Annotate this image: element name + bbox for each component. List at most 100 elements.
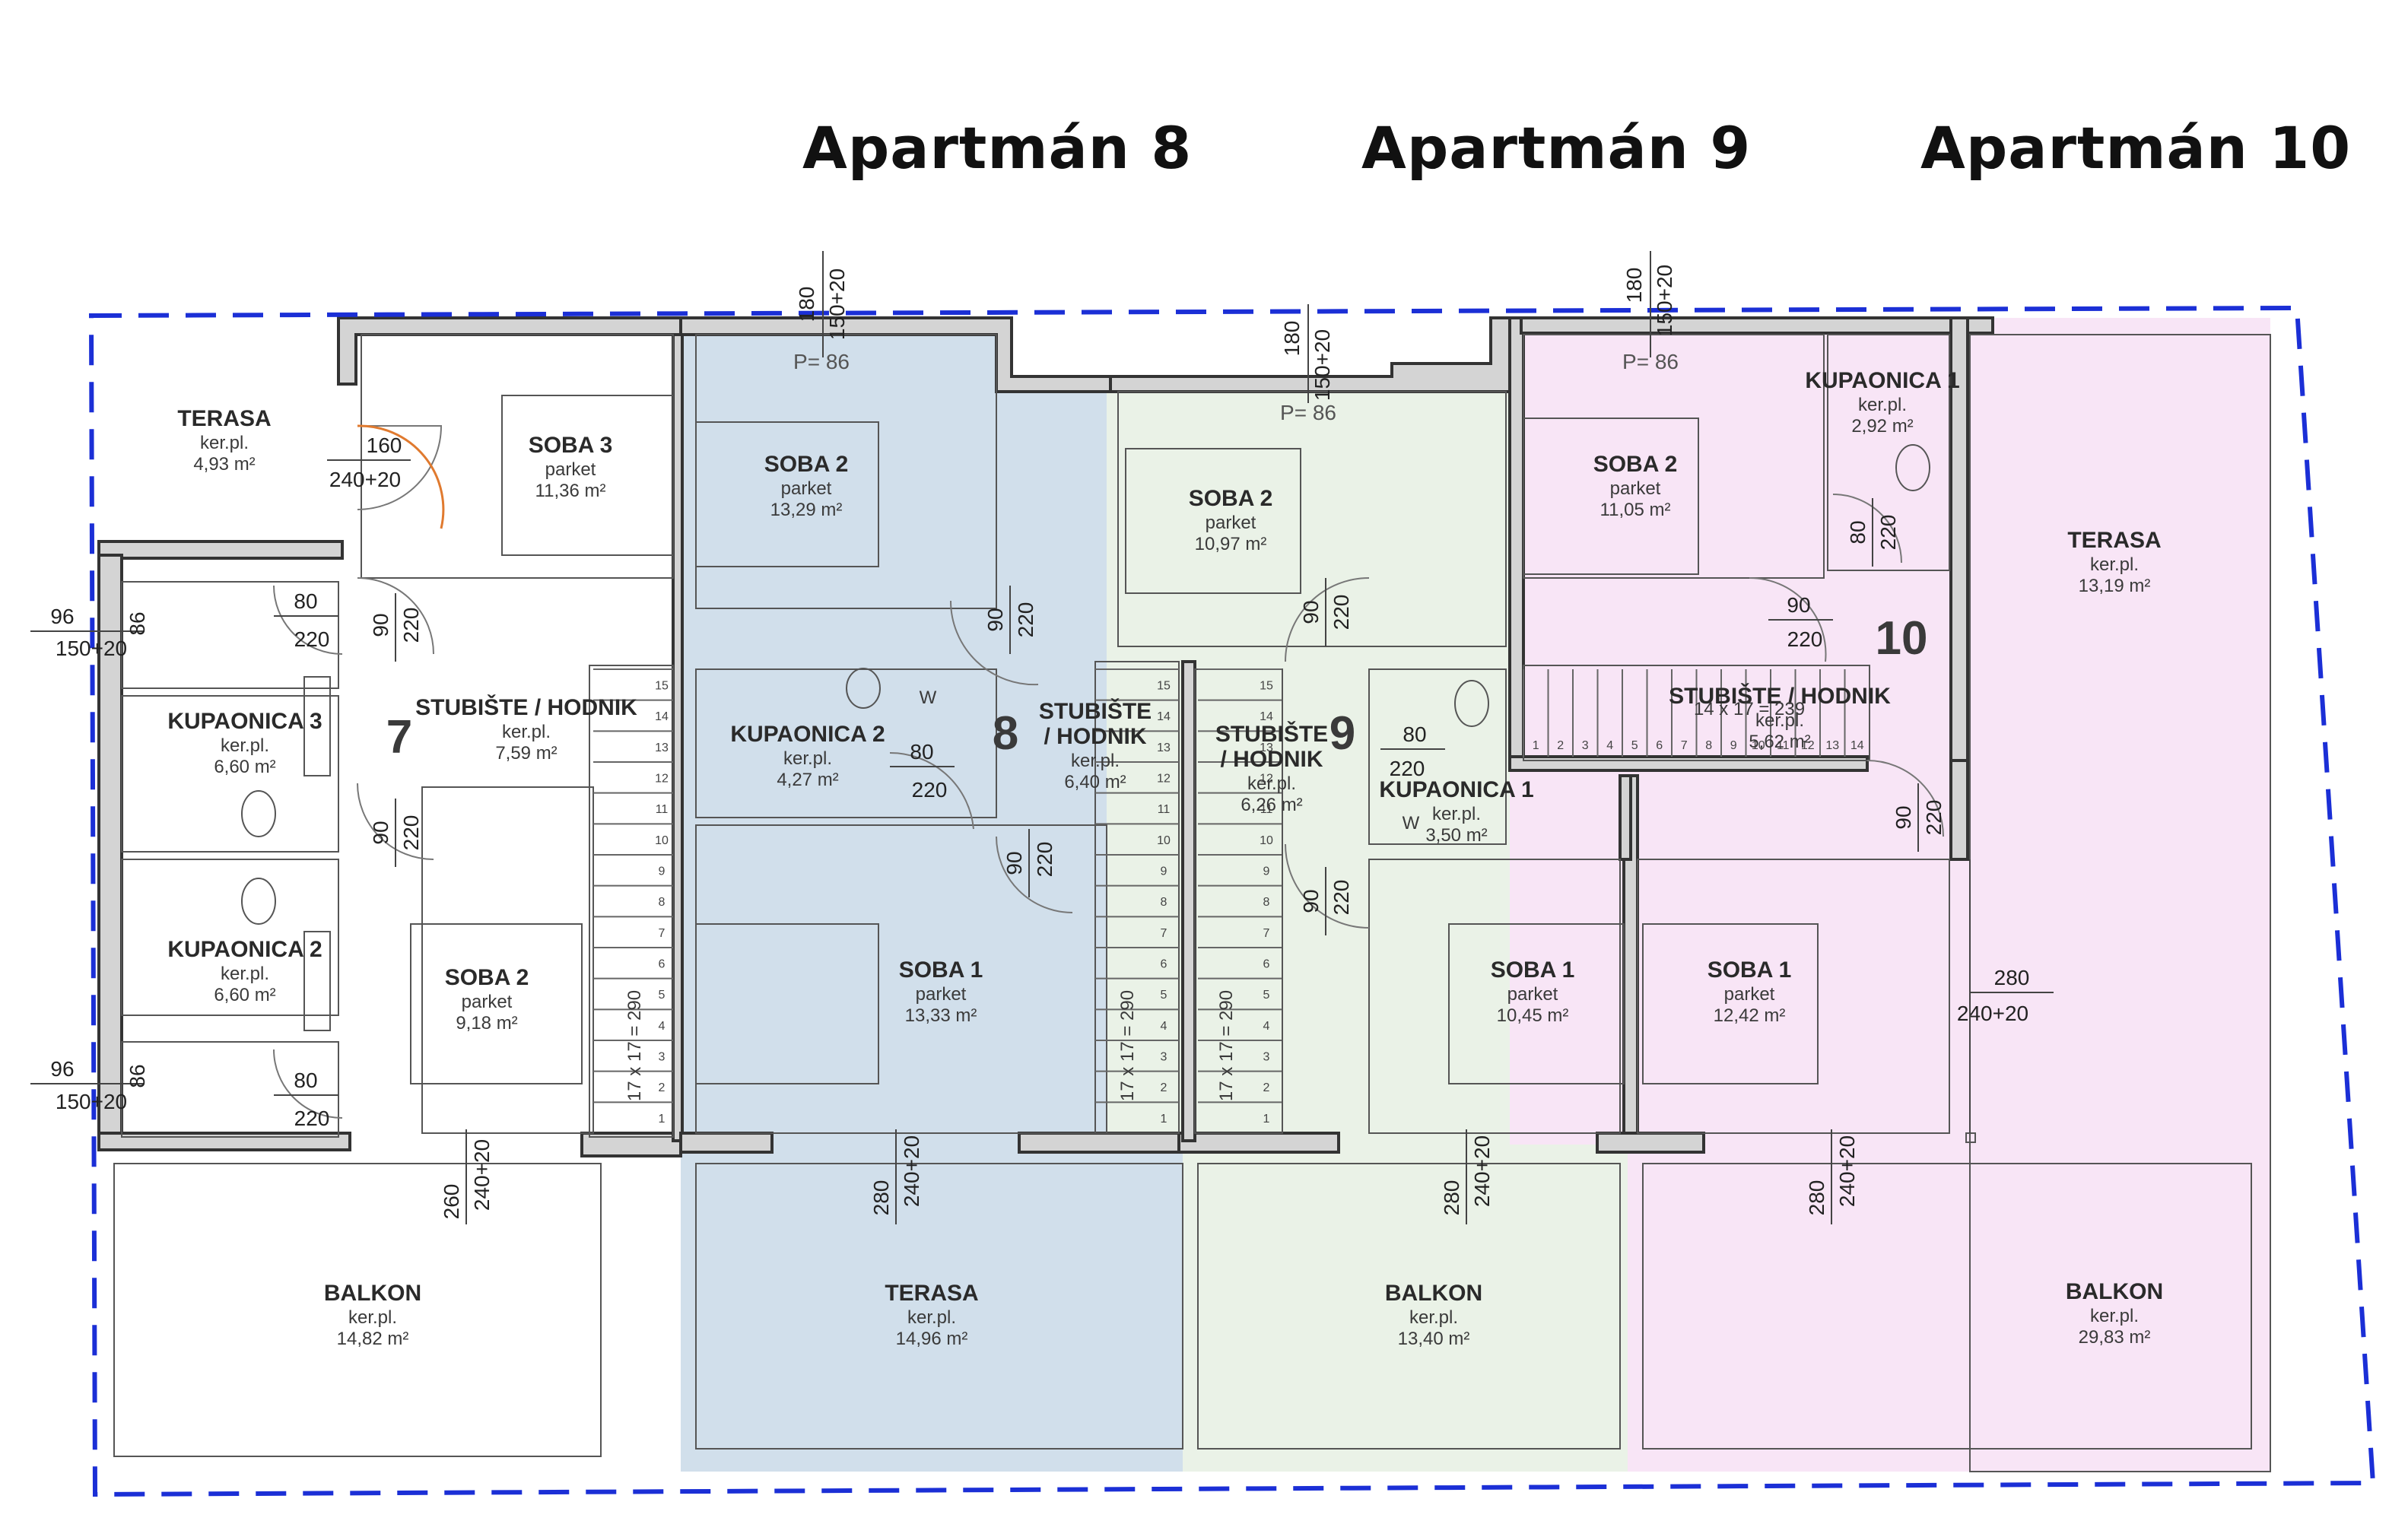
dim-label: 96 (50, 605, 74, 628)
stair-a9-step-number: 15 (1260, 679, 1273, 692)
stair-a7-step-number: 1 (659, 1113, 666, 1126)
stair-a7-step-number: 12 (655, 772, 669, 785)
room-name: KUPAONICA 1 (1805, 368, 1959, 393)
stair-a8-step-number: 10 (1157, 834, 1171, 847)
stair-a9-step-number: 5 (1263, 989, 1270, 1002)
room-floor: ker.pl. (502, 722, 551, 742)
dim-label: 90 (1002, 851, 1026, 875)
room-name: SOBA 2 (1593, 452, 1678, 477)
dim-label: 220 (294, 1107, 330, 1130)
dim-label: 80 (1846, 520, 1870, 544)
room-area: 3,50 m² (1425, 825, 1487, 846)
stair-a7-step-number: 8 (659, 896, 666, 909)
wall-a7-a8-divider (672, 333, 684, 1142)
room-labels-a7: TERASA ker.pl. 4,93 m² SOBA 3 parket 11,… (167, 406, 637, 1349)
room-area: 6,40 m² (1064, 772, 1126, 792)
dimensions: 180 150+20 180 150+20 180 150+20 160 240… (30, 251, 2054, 1224)
unit-number-10: 10 (1876, 612, 1928, 665)
room-area: 10,97 m² (1195, 534, 1267, 554)
stair-a9-step-number: 13 (1260, 741, 1273, 754)
room-name: STUBIŠTE / HODNIK (1669, 683, 1891, 709)
room-floor: parket (781, 478, 832, 499)
dim-label: 180 (795, 287, 818, 322)
dim-label: 96 (50, 1057, 74, 1081)
stair-a8-step-number: 11 (1158, 803, 1171, 816)
room-name: BALKON (2066, 1279, 2163, 1304)
stair-a9-step-number: 2 (1263, 1081, 1270, 1094)
washer-note: W (1403, 813, 1420, 834)
stair-a9-step-number: 7 (1263, 927, 1270, 940)
dim-label: 260 (440, 1184, 463, 1220)
stair-a10-step-number: 9 (1730, 739, 1737, 752)
stair-a10-step-number: 10 (1752, 739, 1765, 752)
stair-a9-step-number: 8 (1263, 896, 1270, 909)
room-name: STUBIŠTE (1215, 721, 1328, 747)
dim-label: 150+20 (1310, 329, 1334, 401)
room-name: SOBA 1 (1708, 957, 1792, 983)
stair-a7-step-number: 14 (655, 710, 669, 723)
room-name: / HODNIK (1044, 724, 1147, 749)
dim-label: 280 (1994, 966, 2030, 989)
stair-a9-step-number: 9 (1263, 865, 1270, 878)
room-floor: parket (1507, 984, 1558, 1005)
room-area: 10,45 m² (1497, 1005, 1569, 1026)
stair-a7-step-number: 9 (659, 865, 666, 878)
room-name: BALKON (324, 1281, 421, 1306)
dim-label: 220 (1014, 602, 1037, 638)
wall-a9-bottom-right (1177, 1132, 1340, 1154)
room-area: 13,40 m² (1398, 1329, 1470, 1349)
dim-label: 160 (367, 433, 402, 457)
room-floor: ker.pl. (1755, 710, 1804, 731)
unit-number-8: 8 (993, 707, 1018, 760)
stair-a10-step-number: 3 (1582, 739, 1589, 752)
room-floor: parket (1724, 984, 1775, 1005)
dim-label: 180 (1280, 321, 1304, 357)
stair-a8-step-number: 12 (1157, 772, 1171, 785)
dim-label: 150+20 (825, 268, 849, 340)
room-area: 9,18 m² (456, 1013, 517, 1034)
wall-a10-bottom-left (1596, 1132, 1705, 1154)
stair-a8-step-number: 3 (1161, 1050, 1167, 1063)
room-area: 2,92 m² (1851, 416, 1913, 437)
dim-label: 220 (912, 778, 948, 802)
dim-label: 280 (1440, 1180, 1463, 1216)
dim-label: 90 (1299, 889, 1323, 913)
dim-label: 220 (1033, 842, 1056, 878)
dim-label: 150+20 (56, 1090, 127, 1113)
walls (97, 316, 1994, 1157)
dim-label: 90 (369, 821, 392, 844)
dim-label: 240+20 (1835, 1135, 1859, 1207)
wall-a9-kup (1619, 774, 1632, 861)
wall-a8-bottom-right (1018, 1132, 1196, 1154)
wall-a10-terasa-left (1949, 759, 1969, 861)
dim-label: 280 (869, 1180, 893, 1216)
apartment-10-title: Apartmán 10 (1920, 114, 2352, 182)
dim-label: 220 (1787, 627, 1823, 651)
dim-label: 86 (125, 611, 149, 635)
stair-a10-step-number: 5 (1631, 739, 1638, 752)
stair-a10-step-number: 4 (1606, 739, 1613, 752)
stair-a8-step-number: 14 (1157, 710, 1171, 723)
room-floor: ker.pl. (1071, 751, 1120, 771)
stair-a9-step-number: 11 (1260, 803, 1273, 816)
stair-a9-step-number: 1 (1263, 1113, 1270, 1126)
room-area: 4,93 m² (193, 454, 255, 475)
stair-a7-step-number: 13 (655, 741, 669, 754)
dim-label: 90 (1787, 593, 1810, 617)
room-floor: ker.pl. (348, 1307, 397, 1328)
stair-a7-step-number: 10 (655, 834, 669, 847)
dim-label: 220 (1329, 595, 1353, 630)
dim-label: 220 (1922, 800, 1946, 836)
stair-a9-step-number: 3 (1263, 1050, 1270, 1063)
room-floor: parket (545, 459, 596, 480)
apartment-9-area (1107, 376, 1628, 1472)
stair-a8-step-number: 8 (1161, 896, 1167, 909)
stair-a7-step-number: 15 (655, 679, 669, 692)
stair-a8-step-number: 4 (1161, 1020, 1167, 1033)
room-area: 12,42 m² (1714, 1005, 1786, 1026)
stair-a10-step-number: 12 (1801, 739, 1815, 752)
stair-a8-step-number: 1 (1161, 1113, 1167, 1126)
stair-note-a10: 14 x 17 = 239 (1694, 699, 1805, 719)
stair-a8-step-number: 6 (1161, 957, 1167, 970)
